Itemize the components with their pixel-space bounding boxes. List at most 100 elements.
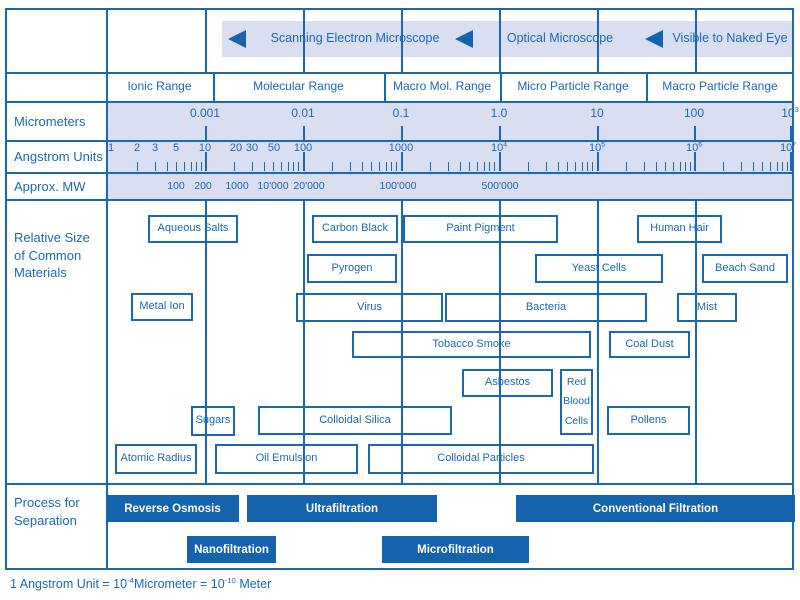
angstrom-minor-tick <box>184 162 185 171</box>
grid-line-decade-materials <box>499 199 501 483</box>
material-box: Coal Dust <box>609 331 690 358</box>
mw-scale-label: 1000 <box>225 180 249 192</box>
row-divider <box>5 483 794 485</box>
micrometer-scale-label: 0.001 <box>189 106 221 120</box>
grid-line-decade-header <box>303 8 305 72</box>
angstrom-minor-tick <box>546 162 547 171</box>
grid-line-decade-materials <box>401 199 403 483</box>
mw-scale-label: 10'000 <box>257 180 289 192</box>
angstrom-minor-tick <box>741 162 742 171</box>
material-box: Oil Emulsion <box>215 444 358 474</box>
angstrom-minor-tick <box>350 162 351 171</box>
angstrom-scale-label: 105 <box>588 141 606 154</box>
range-label: Ionic Range <box>127 79 192 93</box>
grid-line-decade-materials <box>695 199 697 483</box>
material-box: Mist <box>677 293 737 322</box>
angstrom-minor-tick <box>191 162 192 171</box>
angstrom-minor-tick <box>558 162 559 171</box>
microscope-band-label: Scanning Electron Microscope <box>270 31 440 45</box>
angstrom-scale-label: 1 <box>107 142 115 154</box>
micrometer-scale-label: 0.1 <box>392 106 410 120</box>
angstrom-scale-label: 104 <box>490 141 508 154</box>
material-box: Virus <box>296 293 443 322</box>
angstrom-minor-tick <box>167 162 168 171</box>
angstrom-minor-tick <box>626 162 627 171</box>
angstrom-scale-label: 100 <box>293 142 313 154</box>
material-box: Sugars <box>191 406 235 436</box>
material-box: Beach Sand <box>702 254 788 283</box>
angstrom-minor-tick <box>777 162 778 171</box>
mw-scale-label: 500'000 <box>481 180 519 192</box>
angstrom-minor-tick <box>371 162 372 171</box>
microscope-band-label: Optical Microscope <box>506 31 614 45</box>
angstrom-minor-tick <box>582 162 583 171</box>
material-box: Asbestos <box>462 369 553 397</box>
grid-line-decade-header <box>401 8 403 72</box>
angstrom-major-tick <box>597 152 599 171</box>
angstrom-minor-tick <box>137 162 138 171</box>
angstrom-minor-tick <box>448 162 449 171</box>
angstrom-minor-tick <box>332 162 333 171</box>
angstrom-minor-tick <box>396 162 397 171</box>
angstrom-minor-tick <box>680 162 681 171</box>
micrometer-scale-label: 103 <box>781 105 799 120</box>
mw-scale-label: 200 <box>194 180 212 192</box>
angstrom-minor-tick <box>575 162 576 171</box>
angstrom-major-tick <box>790 152 792 171</box>
angstrom-minor-tick <box>592 162 593 171</box>
range-cell-divider <box>500 72 502 101</box>
angstrom-minor-tick <box>430 162 431 171</box>
grid-line-decade-header <box>205 8 207 72</box>
micrometer-scale-tick <box>694 126 696 140</box>
row-divider <box>5 101 794 103</box>
micrometer-scale-tick <box>790 126 792 140</box>
material-box: Pyrogen <box>307 254 397 283</box>
angstrom-minor-tick <box>685 162 686 171</box>
micrometer-scale-tick <box>303 126 305 140</box>
left-arrow-icon <box>455 30 473 48</box>
angstrom-minor-tick <box>494 162 495 171</box>
angstrom-minor-tick <box>386 162 387 171</box>
grid-line-decade-materials <box>597 199 599 483</box>
angstrom-scale-label: 3 <box>151 142 159 154</box>
microscope-band-background <box>222 21 792 57</box>
angstrom-major-tick <box>694 152 696 171</box>
range-cell-divider <box>384 72 386 101</box>
material-box: Yeast Cells <box>535 254 663 283</box>
process-bar: Conventional Filtration <box>516 495 795 522</box>
angstrom-minor-tick <box>673 162 674 171</box>
micrometer-scale-label: 100 <box>683 106 705 120</box>
process-bar: Reverse Osmosis <box>106 495 239 522</box>
row-label-micrometers: Micrometers <box>14 114 86 129</box>
angstrom-minor-tick <box>723 162 724 171</box>
grid-line-decade-materials <box>205 199 207 483</box>
left-arrow-icon <box>645 30 663 48</box>
angstrom-minor-tick <box>201 162 202 171</box>
material-box: Aqueous Salts <box>148 215 238 243</box>
angstrom-scale-label: 50 <box>267 142 281 154</box>
angstrom-major-tick <box>205 152 207 171</box>
angstrom-minor-tick <box>762 162 763 171</box>
microscope-band-label: Visible to Naked Eye <box>672 31 788 45</box>
micrometer-scale-tick <box>401 126 403 140</box>
angstrom-minor-tick <box>288 162 289 171</box>
angstrom-scale-label: 106 <box>685 141 703 154</box>
section-label-relative-size: Relative Size of Common Materials <box>14 230 90 281</box>
grid-line-decade-header <box>499 8 501 72</box>
scale-rows-background <box>107 102 792 199</box>
angstrom-minor-tick <box>281 162 282 171</box>
angstrom-scale-label: 5 <box>172 142 180 154</box>
angstrom-minor-tick <box>264 162 265 171</box>
angstrom-scale-label: 30 <box>245 142 259 154</box>
row-label-approx-mw: Approx. MW <box>14 179 86 194</box>
angstrom-minor-tick <box>391 162 392 171</box>
angstrom-minor-tick <box>489 162 490 171</box>
left-column-divider <box>106 8 108 568</box>
angstrom-minor-tick <box>665 162 666 171</box>
angstrom-minor-tick <box>298 162 299 171</box>
material-box: Pollens <box>607 406 690 435</box>
grid-line-decade-header <box>597 8 599 72</box>
angstrom-minor-tick <box>362 162 363 171</box>
